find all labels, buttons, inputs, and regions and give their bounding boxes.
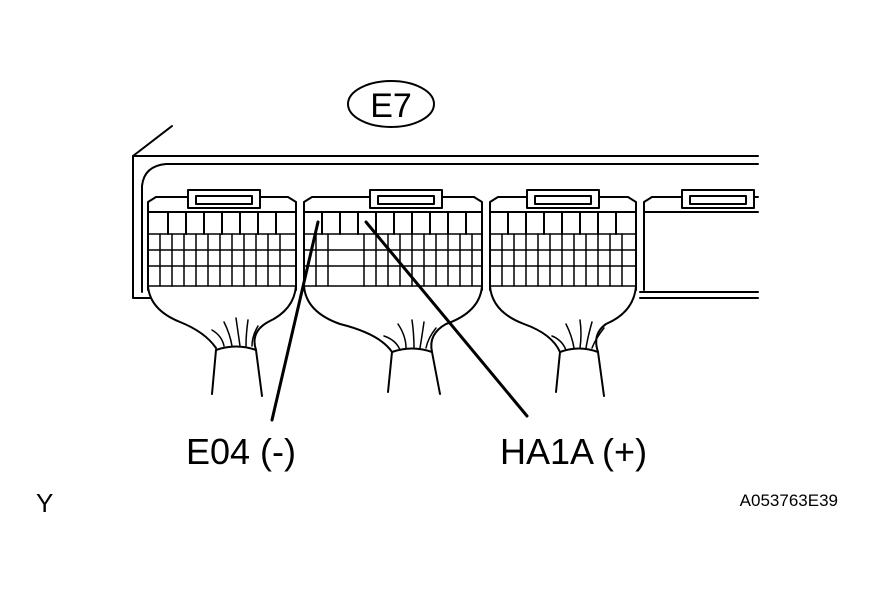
leader-line-e04 bbox=[270, 220, 320, 422]
ha1a-label: HA1A (+) bbox=[500, 431, 647, 472]
e04-label: E04 (-) bbox=[186, 431, 296, 472]
corner-mark: Y bbox=[36, 488, 53, 518]
figure-code: A053763E39 bbox=[740, 491, 838, 510]
ecu-housing bbox=[132, 125, 759, 299]
connector-2 bbox=[303, 189, 483, 395]
connector-id-oval bbox=[347, 80, 435, 128]
connector-4 bbox=[643, 189, 759, 291]
connector-1 bbox=[147, 189, 297, 397]
connector-id-label: E7 bbox=[370, 87, 412, 125]
leader-line-ha1a bbox=[364, 220, 529, 418]
connector-3 bbox=[489, 189, 637, 397]
